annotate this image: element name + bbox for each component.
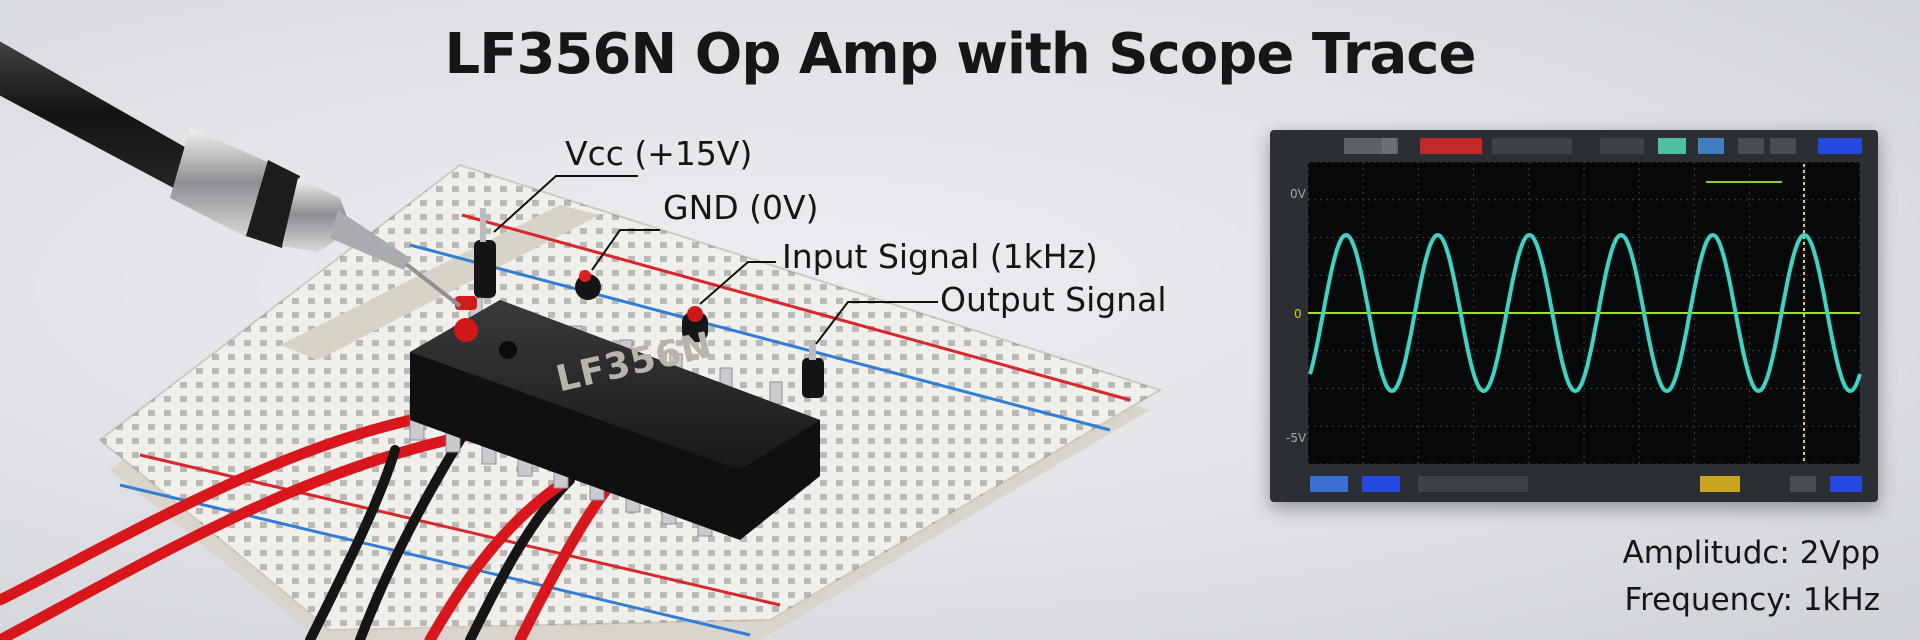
- breadboard-scene: [0, 41, 1163, 640]
- output-post: [802, 340, 824, 398]
- probe: [0, 41, 462, 308]
- red-probe-contact: [454, 318, 478, 342]
- vcc-callout: Vcc (+15V): [565, 134, 753, 173]
- scope-label-bottom: -5V: [1286, 431, 1307, 445]
- input-callout: Input Signal (1kHz): [782, 237, 1098, 276]
- blue-rail-top: [409, 243, 1111, 432]
- jumper-wires: [0, 412, 616, 640]
- amplitude-readout: Amplitudc: 2Vpp: [1622, 535, 1880, 571]
- scope-bottom-bar: [1310, 476, 1862, 492]
- input-post: [682, 306, 708, 342]
- oscilloscope: 0V 0 -5V: [1270, 130, 1878, 502]
- gnd-callout: GND (0V): [663, 188, 819, 227]
- frequency-readout: Frequency: 1kHz: [1624, 582, 1880, 618]
- input-leader-line: [699, 261, 776, 305]
- scope-display: 0V 0 -5V: [1286, 138, 1862, 492]
- scope-label-middle: 0: [1294, 307, 1302, 321]
- scope-label-top: 0V: [1290, 187, 1307, 201]
- gnd-leader-line: [591, 229, 660, 271]
- scope-status-bar: [1344, 138, 1862, 154]
- output-callout: Output Signal: [940, 280, 1167, 319]
- red-rail-top: [461, 213, 1131, 402]
- vcc-leader-line: [493, 175, 638, 233]
- vcc-post: [474, 208, 496, 298]
- lf356n-chip: [409, 297, 820, 540]
- blue-rail-bottom: [119, 483, 751, 637]
- output-leader-line: [815, 301, 938, 345]
- scope-waveform-trace: [1308, 232, 1862, 394]
- diagram-title: LF356N Op Amp with Scope Trace: [444, 22, 1477, 87]
